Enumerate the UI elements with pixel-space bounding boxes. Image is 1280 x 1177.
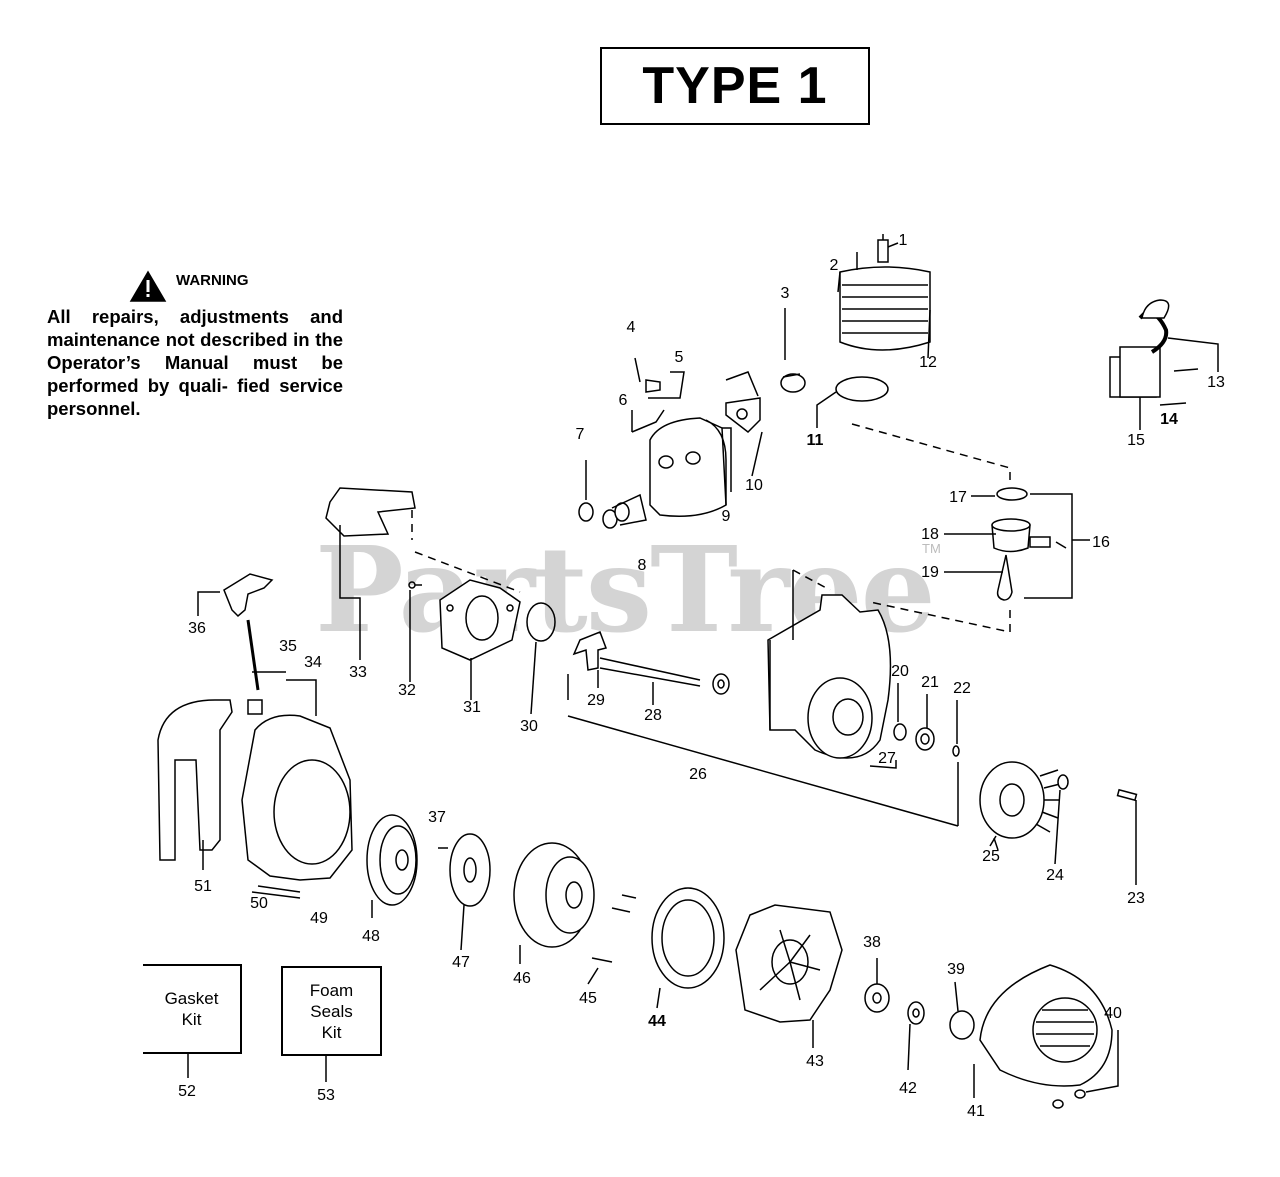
tube-51-part [157,699,233,870]
nut-washer-part [864,958,975,1071]
part-number-25[interactable]: 25 [982,848,1000,865]
part-number-19[interactable]: 19 [921,564,939,581]
part-number-49[interactable]: 49 [310,910,328,927]
part-number-9[interactable]: 9 [721,508,731,525]
part-number-30[interactable]: 30 [520,718,538,735]
part-number-12[interactable]: 12 [919,354,937,371]
part-number-29[interactable]: 29 [587,692,605,709]
piston-assembly-part [869,487,1090,633]
part-number-14[interactable]: 14 [1160,411,1178,428]
trademark-mark: TM [922,541,941,556]
part-number-32[interactable]: 32 [398,682,416,699]
part-number-21[interactable]: 21 [921,674,939,691]
fan-housing-part [241,671,353,899]
part-number-45[interactable]: 45 [579,990,597,1007]
part-number-38[interactable]: 38 [863,934,881,951]
warning-heading: WARNING [130,272,249,289]
flywheel-part [979,761,1069,865]
part-number-22[interactable]: 22 [953,680,971,697]
crank-seals-part [893,683,960,757]
part-number-28[interactable]: 28 [644,707,662,724]
part-number-39[interactable]: 39 [947,961,965,978]
part-number-36[interactable]: 36 [188,620,206,637]
part-number-7[interactable]: 7 [575,426,585,443]
page-title: TYPE 1 [600,47,870,125]
part-number-44[interactable]: 44 [648,1013,666,1030]
part-number-15[interactable]: 15 [1127,432,1145,449]
part-number-27[interactable]: 27 [878,750,896,767]
foam-seals-kit-label: Foam Seals Kit [309,980,354,1042]
cylinder-part [837,252,931,359]
part-number-23[interactable]: 23 [1127,890,1145,907]
ignition-module-part [1109,299,1219,430]
part-number-1[interactable]: 1 [898,232,908,249]
impeller-part [735,904,843,1048]
leader [751,431,763,477]
part-number-51[interactable]: 51 [194,878,212,895]
part-number-33[interactable]: 33 [349,664,367,681]
part-number-3[interactable]: 3 [780,285,790,302]
warning-heading-text: WARNING [176,272,249,289]
part-number-10[interactable]: 10 [745,477,763,494]
crankshaft-part [567,631,959,827]
spark-plug-part [877,234,899,263]
part-number-34[interactable]: 34 [304,654,322,671]
handle-33-part [325,487,416,660]
starter-handle-part [197,573,274,691]
part-number-26[interactable]: 26 [689,766,707,783]
part-number-50[interactable]: 50 [250,895,268,912]
part-number-18[interactable]: 18 [921,526,939,543]
part-number-48[interactable]: 48 [362,928,380,945]
part-number-40[interactable]: 40 [1104,1005,1122,1022]
warning-icon [129,270,167,302]
part-number-47[interactable]: 47 [452,954,470,971]
part-number-52[interactable]: 52 [178,1083,196,1100]
muffler-screws-part [578,460,647,529]
screws-45-part [587,894,637,985]
part-number-37[interactable]: 37 [428,809,446,826]
washer-47-part [449,833,491,951]
intake-boot-part [780,308,806,393]
part-number-6[interactable]: 6 [618,392,628,409]
part-number-11[interactable]: 11 [806,432,824,449]
foam-seals-kit-box[interactable]: Foam Seals Kit [281,966,382,1056]
piston-ring [996,487,1028,501]
screws-40-part [1052,1030,1119,1109]
part-number-17[interactable]: 17 [949,489,967,506]
part-number-8[interactable]: 8 [637,557,647,574]
gasket-kit-box[interactable]: Gasket Kit [143,964,242,1054]
part-number-20[interactable]: 20 [891,663,909,680]
warning-text: All repairs, adjustments and maintenance… [47,306,343,419]
part-number-24[interactable]: 24 [1046,867,1064,884]
starter-cover-part [651,887,725,1009]
part-number-35[interactable]: 35 [279,638,297,655]
muffler-part [649,417,732,517]
crankcase-part [767,569,897,769]
part-number-41[interactable]: 41 [967,1103,985,1120]
part-number-42[interactable]: 42 [899,1080,917,1097]
part-number-31[interactable]: 31 [463,699,481,716]
part-number-4[interactable]: 4 [626,319,636,336]
gasket-kit-label: Gasket Kit [164,989,219,1029]
muffler-gasket-part [725,371,761,433]
screw-32-part [408,581,422,682]
part-number-53[interactable]: 53 [317,1087,335,1104]
blower-cover-part [973,964,1113,1098]
flywheel-key-part [1116,788,1138,885]
pulley-part [366,814,448,918]
carb-adapter-part [414,551,556,715]
cylinder-gasket-part [835,376,889,402]
muffler-bracket-part [631,357,685,433]
part-number-16[interactable]: 16 [1092,534,1110,551]
starter-part [513,842,595,964]
part-number-5[interactable]: 5 [674,349,684,366]
part-number-46[interactable]: 46 [513,970,531,987]
part-number-13[interactable]: 13 [1207,374,1225,391]
part-number-43[interactable]: 43 [806,1053,824,1070]
part-number-2[interactable]: 2 [829,257,839,274]
